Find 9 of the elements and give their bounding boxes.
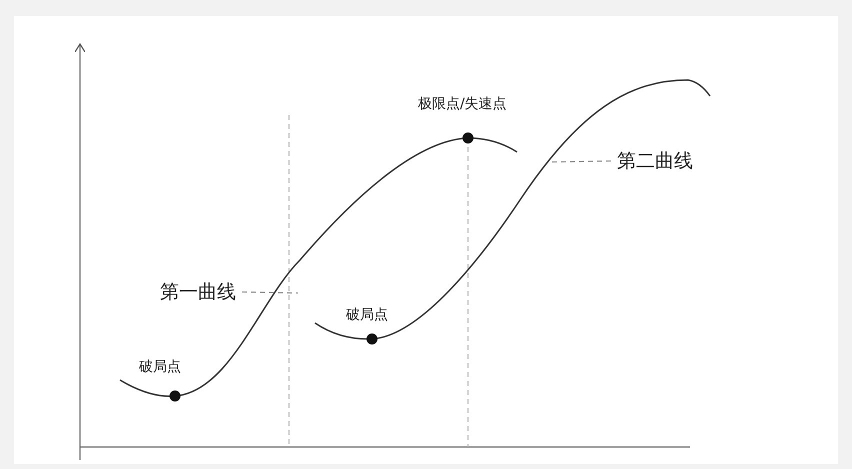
point-label: 极限点/失速点 [418, 95, 507, 113]
curve-line [120, 137, 518, 397]
point-label: 破局点 [346, 306, 388, 324]
point-label: 破局点 [139, 358, 181, 376]
curve-label: 第二曲线 [617, 148, 693, 174]
leader-line [242, 291, 298, 294]
curve-label: 第一曲线 [160, 279, 236, 305]
curve-line [314, 79, 711, 340]
leader-line [550, 160, 611, 163]
